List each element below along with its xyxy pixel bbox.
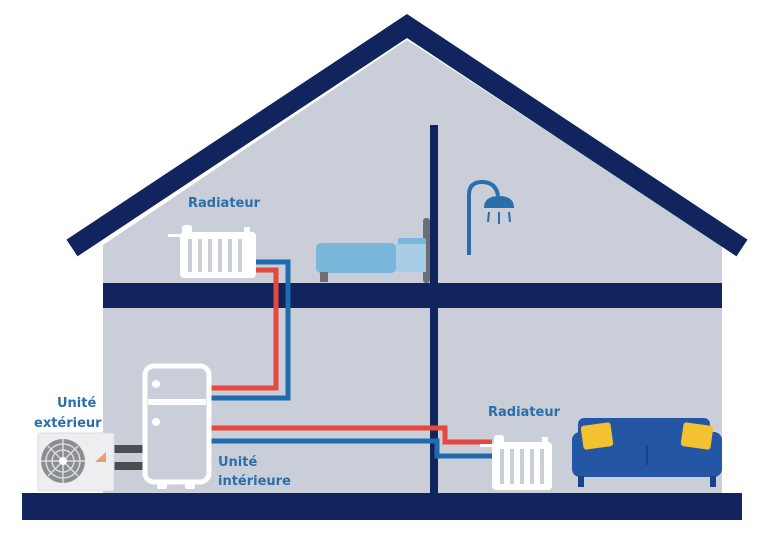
outdoor-unit-label-line1: Unité — [57, 396, 97, 411]
radiator-downstairs-label: Radiateur — [488, 405, 561, 420]
radiator-downstairs-icon — [480, 435, 552, 490]
roof — [66, 14, 748, 257]
hot-pipe-downstairs — [210, 425, 492, 445]
outdoor-unit-label-line2: extérieur — [34, 416, 102, 431]
indoor-unit-label-line1: Unité — [218, 455, 258, 470]
floor-slab — [103, 283, 722, 308]
cold-pipe-upstairs — [210, 259, 291, 401]
hot-pipe-upstairs — [210, 267, 279, 391]
ground-slab — [22, 493, 742, 520]
indoor-unit-icon — [142, 363, 212, 489]
interior-wall — [430, 125, 438, 495]
indoor-unit-label-line2: intérieure — [218, 474, 291, 489]
radiator-upstairs-icon — [168, 225, 256, 278]
radiator-upstairs-label: Radiateur — [188, 196, 261, 211]
bed-icon — [316, 218, 430, 283]
pipes — [113, 259, 494, 470]
refrigerant-pipe — [113, 445, 145, 453]
sofa-icon — [572, 418, 722, 487]
outdoor-unit-icon — [37, 432, 115, 492]
shower-icon — [467, 179, 514, 255]
cold-pipe-downstairs — [210, 438, 494, 459]
refrigerant-pipe — [113, 462, 145, 470]
